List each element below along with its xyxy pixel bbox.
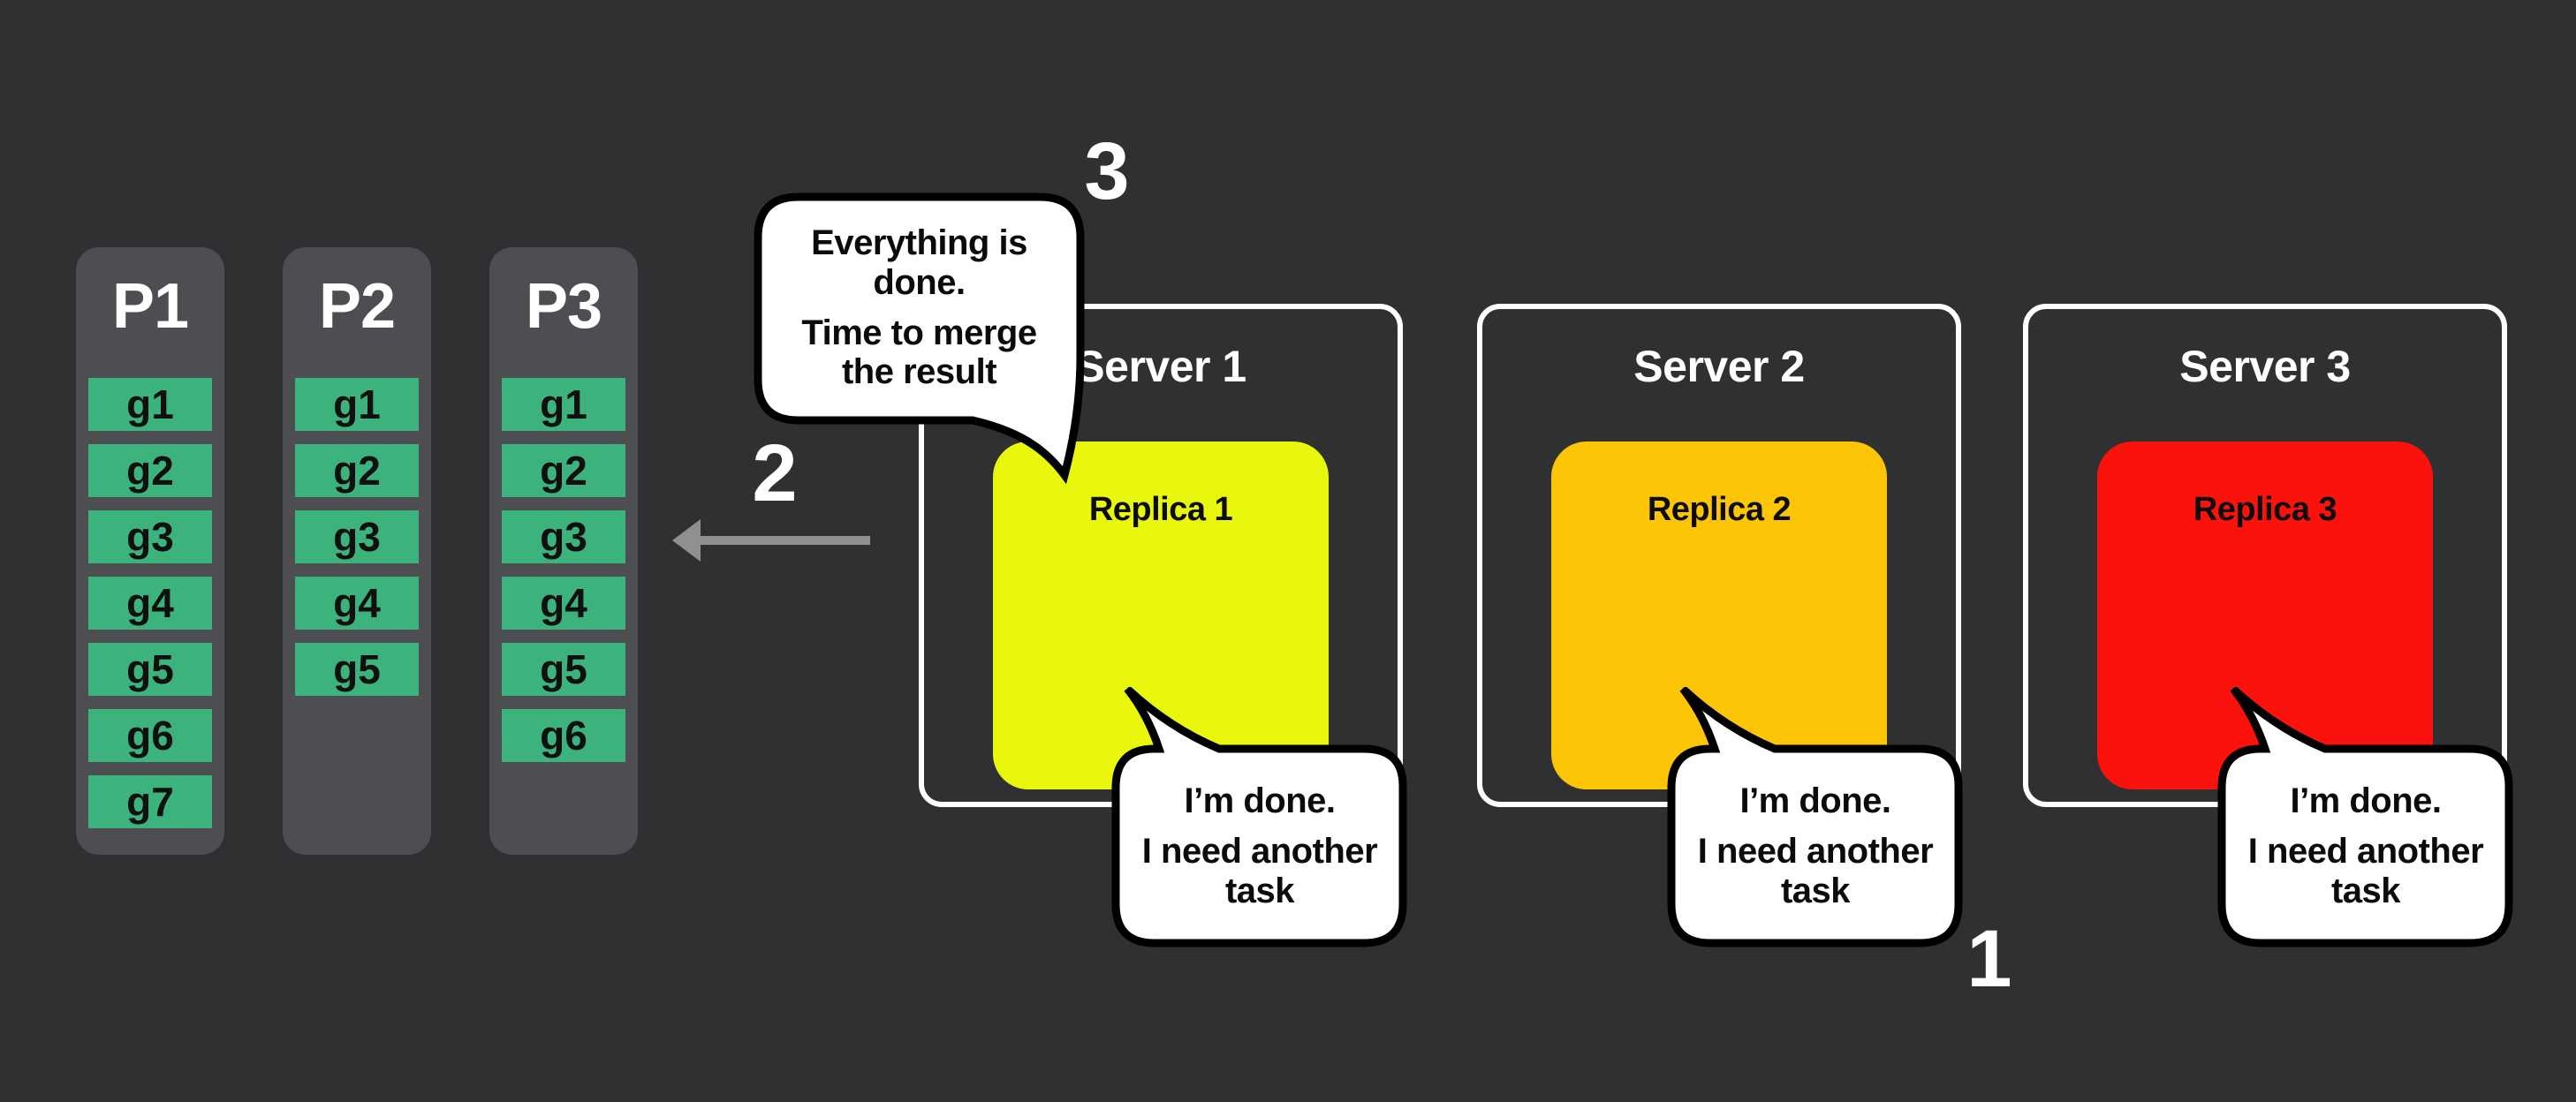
step-1-label: 1 [1966, 914, 2012, 1004]
task-cell: g5 [295, 643, 419, 696]
task-cell: g6 [502, 709, 625, 762]
done-bubble-line: I’m done. [2290, 781, 2442, 821]
speech-bubble-shape [754, 192, 1085, 485]
step-3-label: 3 [1084, 126, 1129, 216]
done-bubble-line: I need another task [1141, 832, 1378, 910]
task-cell: g3 [88, 510, 212, 563]
merge-bubble-line: Everything is done. [811, 223, 1027, 302]
server-title: Server 3 [2179, 342, 2351, 391]
task-cell: g1 [88, 378, 212, 431]
merge-bubble-line: Time to merge the result [801, 313, 1037, 392]
task-cell: g6 [88, 709, 212, 762]
task-cell: g7 [88, 775, 212, 828]
task-cell: g4 [88, 577, 212, 630]
done-bubble-text: I’m done. I need another task [1133, 765, 1387, 928]
speech-bubble-shape [2217, 687, 2513, 947]
merge-bubble-text: Everything is done. Time to merge the re… [771, 217, 1067, 398]
task-cell: g2 [502, 444, 625, 497]
replica-title: Replica 1 [1088, 491, 1233, 528]
partition-title: P3 [525, 271, 602, 342]
task-cell: g3 [502, 510, 625, 563]
task-cell: g3 [295, 510, 419, 563]
server-title: Server 2 [1633, 342, 1805, 391]
task-cell: g1 [295, 378, 419, 431]
task-cell: g5 [502, 643, 625, 696]
partition-title: P2 [318, 271, 396, 342]
partition-cells: g1 g2 g3 g4 g5 [295, 378, 419, 696]
server-2-done-bubble: I’m done. I need another task [1667, 687, 1967, 952]
task-cell: g4 [502, 577, 625, 630]
done-bubble-text: I’m done. I need another task [1688, 765, 1943, 928]
server-3-done-bubble: I’m done. I need another task [2217, 687, 2518, 952]
done-bubble-line: I’m done. [1184, 781, 1336, 821]
server-1-done-bubble: I’m done. I need another task [1111, 687, 1412, 952]
done-bubble-line: I’m done. [1739, 781, 1891, 821]
task-cell: g1 [502, 378, 625, 431]
speech-bubble-shape [1111, 687, 1407, 947]
partition-cells: g1 g2 g3 g4 g5 g6 g7 [88, 378, 212, 828]
server-title: Server 1 [1075, 342, 1246, 391]
task-cell: g5 [88, 643, 212, 696]
partition-column-p1: P1 g1 g2 g3 g4 g5 g6 g7 [76, 247, 224, 855]
partition-column-p3: P3 g1 g2 g3 g4 g5 g6 [489, 247, 638, 855]
partition-title: P1 [111, 271, 189, 342]
speech-bubble-shape [1667, 687, 1963, 947]
replica-title: Replica 2 [1647, 491, 1792, 528]
partition-cells: g1 g2 g3 g4 g5 g6 [502, 378, 625, 762]
partition-column-p2: P2 g1 g2 g3 g4 g5 [283, 247, 431, 855]
merge-speech-bubble: Everything is done. Time to merge the re… [754, 192, 1125, 502]
merge-arrow-icon [672, 519, 870, 562]
replica-title: Replica 3 [2193, 491, 2337, 528]
task-cell: g2 [295, 444, 419, 497]
done-bubble-text: I’m done. I need another task [2239, 765, 2493, 928]
done-bubble-line: I need another task [1697, 832, 1934, 910]
task-cell: g2 [88, 444, 212, 497]
step-2-label: 2 [752, 428, 797, 518]
done-bubble-line: I need another task [2247, 832, 2484, 910]
task-cell: g4 [295, 577, 419, 630]
